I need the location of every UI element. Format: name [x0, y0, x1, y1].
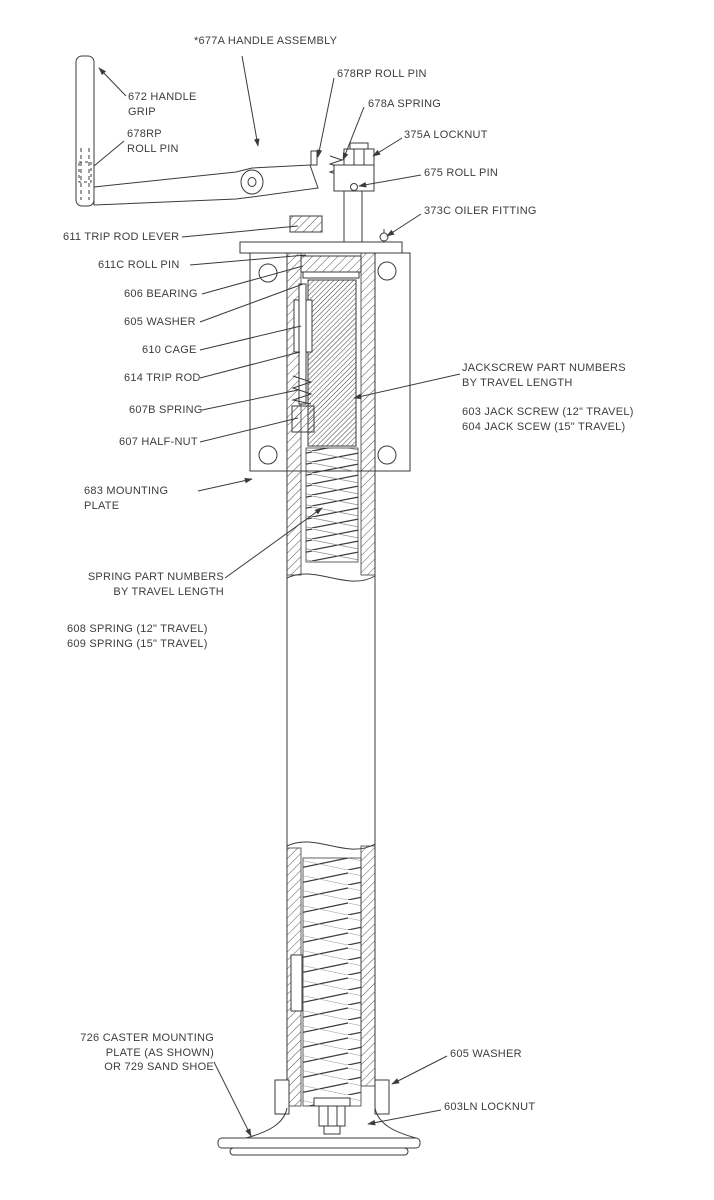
lift-spring-part — [305, 447, 359, 563]
upper-interior — [291, 255, 362, 563]
locknut-603ln-part — [318, 1105, 346, 1135]
label-606-bearing: 606 BEARING — [124, 288, 198, 300]
label-375a-locknut: 375A LOCKNUT — [404, 129, 488, 141]
label-607b-spring: 607B SPRING — [129, 404, 203, 416]
label-672-handle-grip: 672 HANDLE GRIP — [128, 91, 197, 118]
lower-screw-threads — [302, 857, 362, 1107]
label-611c-roll-pin: 611C ROLL PIN — [98, 259, 180, 271]
caster-plate — [217, 1107, 421, 1156]
label-605-washer-lower: 605 WASHER — [450, 1048, 522, 1060]
label-607-half-nut: 607 HALF-NUT — [119, 436, 198, 448]
label-611-trip-rod-lever: 611 TRIP ROD LEVER — [63, 231, 180, 243]
jackscrew-part — [307, 279, 357, 447]
label-610-cage: 610 CAGE — [142, 344, 197, 356]
top-hardware — [310, 142, 375, 244]
label-677a-handle-assembly: *677A HANDLE ASSEMBLY — [194, 35, 338, 47]
label-373c-oiler-fitting: 373C OILER FITTING — [424, 205, 537, 217]
handle-arm — [93, 164, 319, 206]
spring-607b-part — [291, 375, 313, 405]
label-678rp-roll-pin-left: 678RP ROLL PIN — [127, 128, 179, 155]
roll-pin-678rp-part — [310, 150, 318, 166]
bearing-606-part — [300, 255, 362, 273]
washer-605-lower-part — [374, 1079, 390, 1115]
label-675-roll-pin: 675 ROLL PIN — [424, 167, 499, 179]
label-spring-note: SPRING PART NUMBERS BY TRAVEL LENGTH — [87, 571, 224, 598]
top-plate — [239, 229, 403, 254]
label-jackscrew-options: 603 JACK SCREW (12" TRAVEL) 604 JACK SCE… — [462, 406, 634, 433]
inner-tube-slot — [290, 954, 303, 1012]
label-614-trip-rod: 614 TRIP ROD — [124, 372, 201, 384]
roll-pin-675-part — [350, 183, 358, 191]
oiler-fitting-part — [379, 232, 389, 242]
label-603ln-locknut: 603LN LOCKNUT — [444, 1101, 536, 1113]
lower-interior — [274, 857, 390, 1135]
label-683-mounting-plate: 683 MOUNTING PLATE — [84, 485, 169, 512]
label-678a-spring: 678A SPRING — [368, 98, 442, 110]
label-726-caster-note: 726 CASTER MOUNTING PLATE (AS SHOWN) OR … — [80, 1032, 214, 1074]
label-605-washer-upper: 605 WASHER — [124, 316, 196, 328]
label-678rp-roll-pin: 678RP ROLL PIN — [337, 68, 427, 80]
leader-lines-plain — [93, 140, 307, 443]
locknut-375a-part — [343, 142, 375, 166]
label-jackscrew-note: JACKSCREW PART NUMBERS BY TRAVEL LENGTH — [462, 362, 626, 389]
label-spring-options: 608 SPRING (12" TRAVEL) 609 SPRING (15" … — [67, 623, 208, 650]
handle-grip — [75, 55, 95, 207]
washer-605-upper-part — [302, 271, 360, 279]
outer-tube — [286, 252, 376, 1108]
leader-lines-arrow — [98, 55, 461, 1137]
